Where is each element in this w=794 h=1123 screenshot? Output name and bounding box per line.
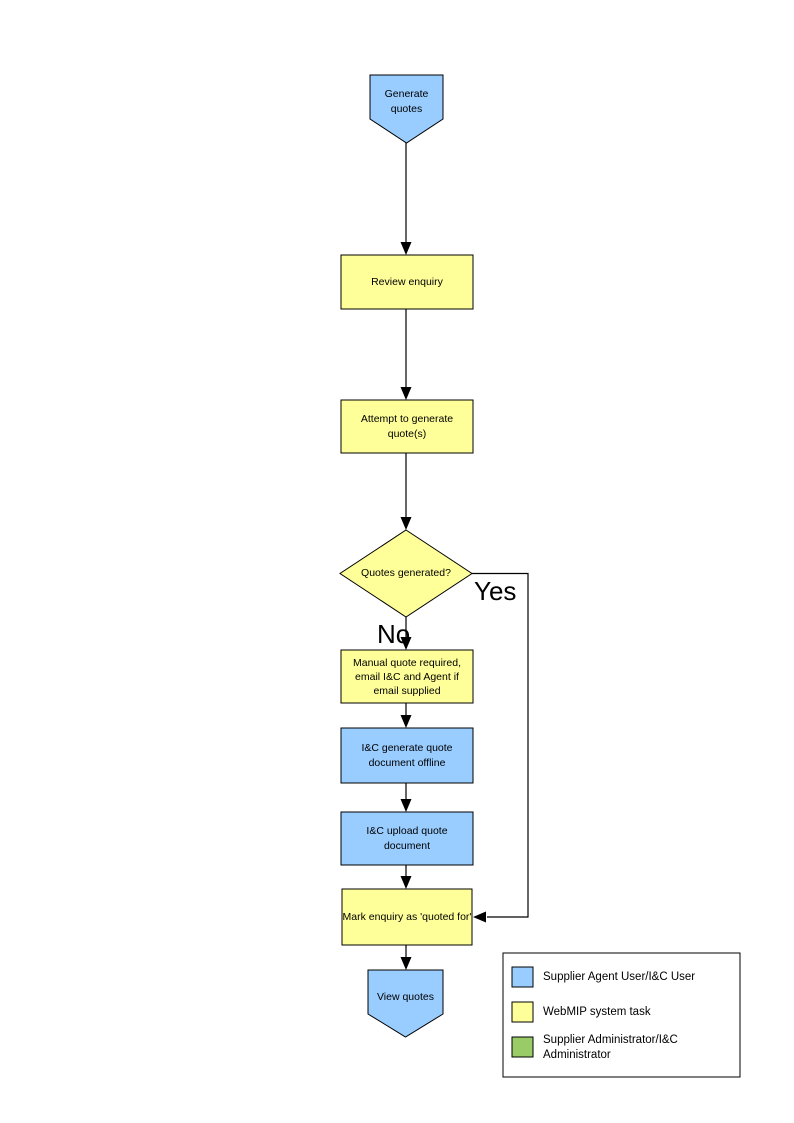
upload-node bbox=[340, 811, 474, 866]
connector-start-review bbox=[400, 143, 412, 255]
legend-label-admin: Supplier Administrator/I&C Administrator bbox=[543, 1034, 678, 1061]
connector-attempt-decision bbox=[400, 453, 412, 530]
generate-offline-node bbox=[340, 727, 474, 784]
generate-offline-node-label: I&C generate quote document offline bbox=[361, 741, 453, 769]
connector-upload-mark bbox=[400, 865, 412, 889]
decision-node bbox=[339, 529, 473, 618]
decision-node-label: Quotes generated? bbox=[361, 567, 451, 579]
legend-swatch-system bbox=[511, 1001, 534, 1023]
attempt-node-label: Attempt to generate quote(s) bbox=[360, 412, 454, 440]
mark-node-label: Mark enquiry as 'quoted for' bbox=[342, 910, 472, 923]
legend-box bbox=[502, 952, 741, 1078]
start-node bbox=[369, 74, 444, 144]
connector-review-attempt bbox=[400, 309, 412, 400]
manual-node-label: Manual quote required, email I&C and Age… bbox=[353, 656, 461, 697]
legend-swatch-user bbox=[511, 966, 534, 988]
connector-manual-generate bbox=[400, 703, 412, 728]
connector-decision-manual-no bbox=[400, 617, 412, 650]
no-branch-label: No bbox=[377, 619, 411, 649]
legend-swatch-admin bbox=[511, 1036, 534, 1058]
review-node bbox=[340, 254, 474, 310]
start-node-label: Generate quotes bbox=[384, 88, 429, 115]
legend-label-user: Supplier Agent User/I&C User bbox=[543, 970, 696, 983]
legend-label-system: WebMIP system task bbox=[543, 1005, 651, 1018]
manual-node bbox=[340, 649, 474, 704]
connector-generate-upload bbox=[400, 783, 412, 812]
yes-branch-label: Yes bbox=[474, 576, 517, 606]
end-node-label: View quotes bbox=[376, 990, 434, 1003]
attempt-node bbox=[340, 399, 474, 454]
upload-node-label: I&C upload quote document bbox=[366, 824, 448, 852]
review-node-label: Review enquiry bbox=[371, 275, 443, 288]
end-node bbox=[367, 969, 444, 1038]
connector-decision-mark-yes bbox=[472, 572, 529, 923]
connector-mark-end bbox=[400, 945, 412, 970]
mark-node bbox=[341, 888, 473, 946]
